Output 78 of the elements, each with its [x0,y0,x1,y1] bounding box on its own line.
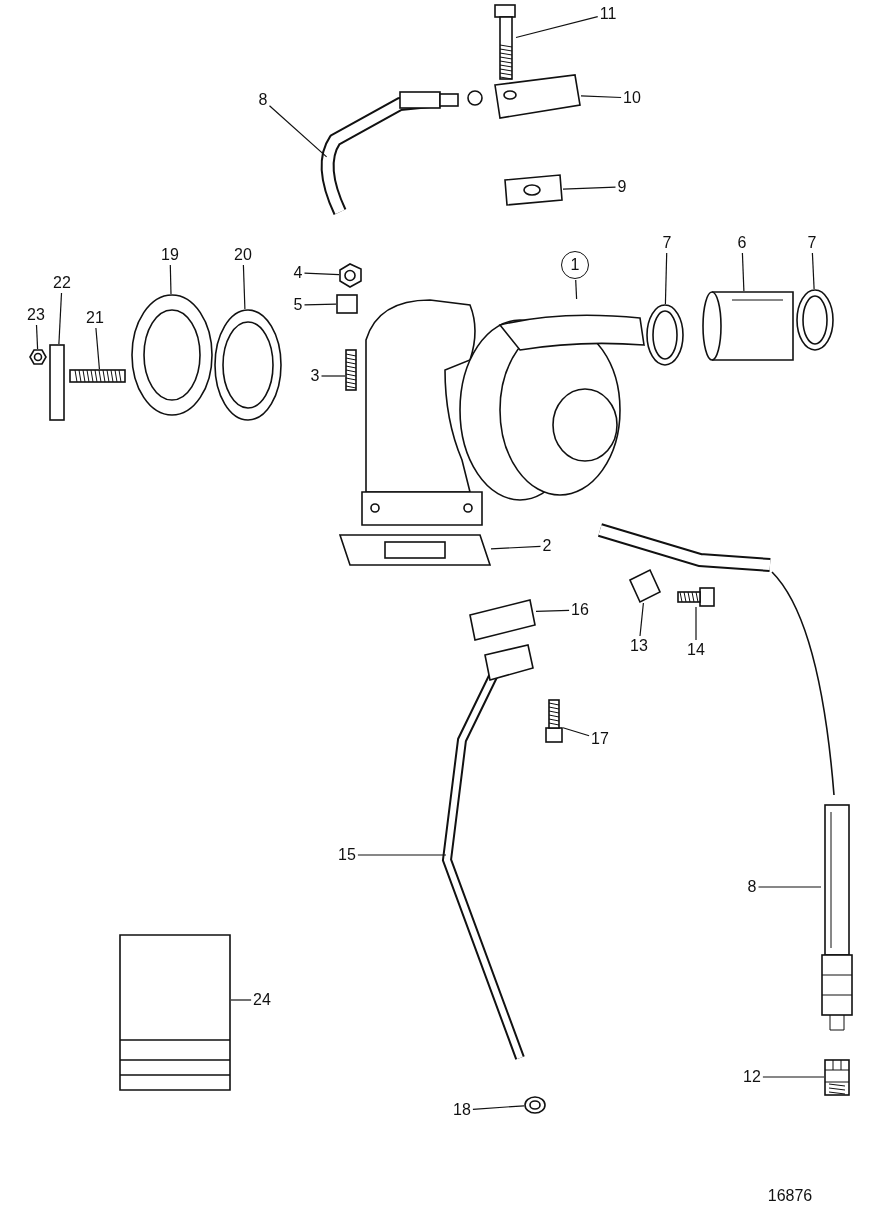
callout-number: 3 [309,367,321,385]
callout-number: 7 [806,234,818,252]
leader-line [562,727,590,737]
leader-line [169,264,172,295]
screw-drawing [545,699,563,743]
callout-number: 2 [541,537,553,555]
callout-number: 16 [570,601,590,619]
leader-line [357,854,447,856]
hose-drawing [821,804,853,1031]
callout-number: 19 [160,246,180,264]
banjo-fitting-drawing [467,74,581,119]
kit-box-drawing [119,934,231,1091]
pipe-clip-drawing [628,568,662,604]
leader-line [535,609,570,612]
leader-line [242,264,246,310]
lock-plate-drawing [49,344,65,421]
callout-number: 24 [252,991,272,1009]
leader-line [320,375,346,377]
callout-number: 10 [622,89,642,107]
leader-line [58,292,63,345]
leader-line [472,1105,525,1110]
leader-line [490,545,542,550]
callout-number: 15 [337,846,357,864]
callout-number: 18 [452,1101,472,1119]
turbocharger-drawing [361,299,645,526]
leader-line [741,252,745,292]
stud-drawing [345,349,357,391]
stud-drawing [69,369,126,383]
leader-line [639,602,644,637]
callout-number: 5 [292,296,304,314]
callout-number: 8 [746,878,758,896]
callout-number: 11 [598,5,618,23]
leader-line [695,606,697,641]
leader-line [664,252,668,305]
callout-number: 6 [736,234,748,252]
callout-number: 9 [616,178,628,196]
leader-line [303,303,337,306]
bolt-drawing [494,4,516,80]
hose-clamp-drawing [646,304,684,366]
gasket-drawing [214,309,282,421]
leader-line [757,886,822,888]
nut-drawing [339,263,362,288]
washer-drawing [524,1096,546,1114]
callout-number: 20 [233,246,253,264]
leader-line [562,186,617,190]
gasket-drawing [504,174,563,206]
hose-drawing [702,291,794,361]
callout-number: 8 [257,91,269,109]
gasket-drawing [469,599,536,641]
leader-line [35,324,39,350]
gasket-drawing [131,294,213,416]
callout-number: 13 [629,637,649,655]
callout-number: 4 [292,264,304,282]
leader-line [230,999,252,1001]
leader-line [575,279,578,300]
leader-line [268,105,328,158]
gasket-drawing [338,534,492,566]
drawing-number: 16876 [766,1187,814,1205]
hose-clamp-drawing [796,289,834,351]
callout-number: 21 [85,309,105,327]
leader-line [95,327,100,370]
spacer-drawing [336,294,358,314]
callout-number: 12 [742,1068,762,1086]
oil-pipe-drawing [441,644,534,1060]
screw-drawing [677,587,715,607]
callout-number: 22 [52,274,72,292]
leader-line [811,252,815,290]
union-fitting-drawing [824,1059,850,1096]
leader-line [762,1076,825,1078]
leader-line [580,95,622,99]
callout-number: 7 [661,234,673,252]
hose-drawing [320,91,459,215]
callout-number: 17 [590,730,610,748]
callout-number: 14 [686,641,706,659]
nut-drawing [29,349,47,365]
leader-line [515,16,599,39]
leader-line [303,272,340,276]
callout-number: 23 [26,306,46,324]
